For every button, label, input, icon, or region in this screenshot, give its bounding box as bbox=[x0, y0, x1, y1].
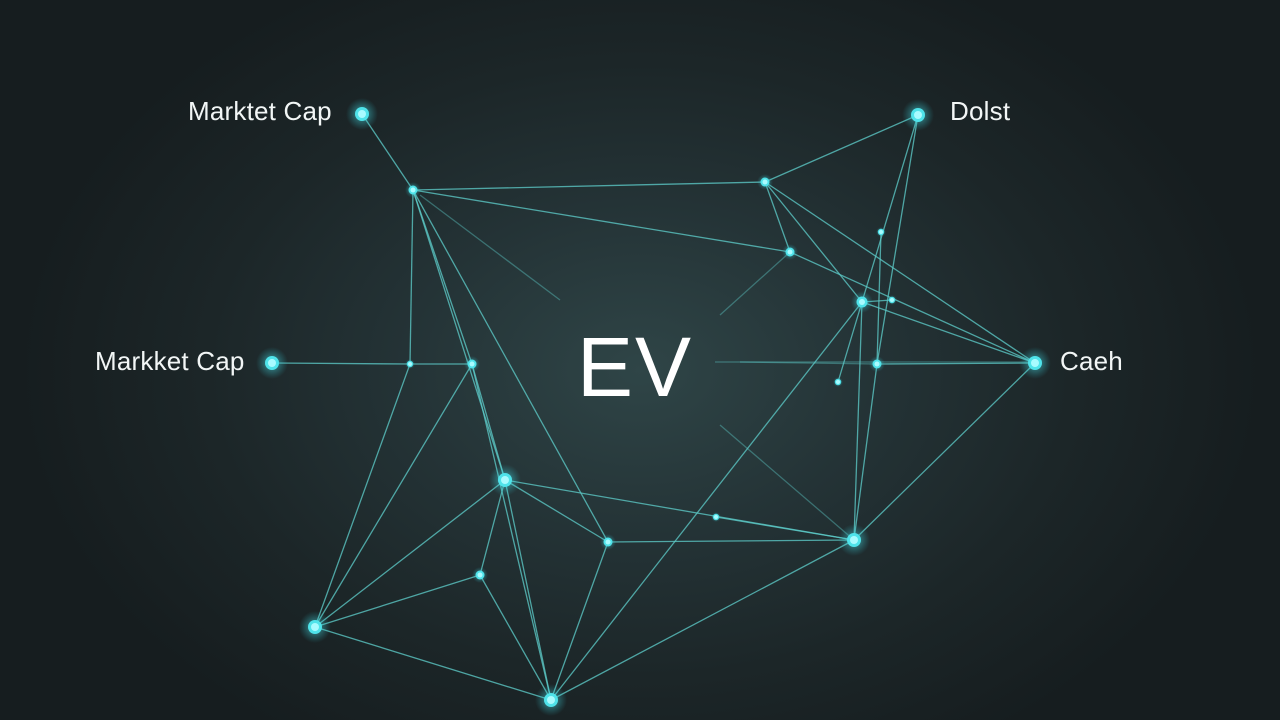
network-node bbox=[1019, 347, 1051, 379]
network-node bbox=[887, 295, 897, 305]
label-debt: Dolst bbox=[950, 96, 1011, 126]
network-edge bbox=[314, 363, 473, 628]
network-node bbox=[902, 99, 934, 131]
network-node bbox=[256, 347, 288, 379]
network-node bbox=[711, 512, 721, 522]
label-market-cap-top: Marktet Cap bbox=[188, 96, 332, 126]
network-node bbox=[489, 464, 521, 496]
network-edge bbox=[412, 181, 766, 191]
network-node bbox=[869, 356, 885, 372]
network-node bbox=[782, 244, 798, 260]
network-edge bbox=[479, 479, 506, 576]
network-node bbox=[833, 377, 843, 387]
network-edge bbox=[550, 541, 609, 701]
network-edge bbox=[412, 189, 609, 543]
network-node bbox=[346, 98, 378, 130]
network-node bbox=[535, 684, 567, 716]
network-edge bbox=[412, 189, 791, 253]
network-edge bbox=[789, 251, 1036, 364]
network-nodes bbox=[256, 98, 1051, 716]
center-title-ev: EV bbox=[576, 320, 694, 414]
network-edge bbox=[861, 301, 1036, 364]
network-edge bbox=[409, 189, 414, 365]
network-edge bbox=[876, 231, 882, 365]
network-edge bbox=[504, 479, 609, 543]
network-edge bbox=[876, 362, 1036, 365]
network-node bbox=[851, 291, 873, 313]
network-edge bbox=[764, 181, 791, 253]
network-node bbox=[876, 227, 886, 237]
network-node bbox=[757, 174, 773, 190]
network-node bbox=[472, 567, 488, 583]
network-edge bbox=[876, 114, 919, 365]
network-edge-faint bbox=[719, 251, 791, 316]
network-edge bbox=[853, 363, 878, 541]
network-edge bbox=[271, 362, 411, 365]
network-edge bbox=[837, 301, 863, 383]
network-edge bbox=[504, 479, 552, 701]
network-edge-faint bbox=[419, 194, 561, 301]
network-node bbox=[464, 356, 480, 372]
network-edge bbox=[314, 626, 552, 701]
network-edge bbox=[861, 114, 919, 303]
network-edge bbox=[715, 516, 855, 541]
network-edge bbox=[412, 189, 506, 481]
network-edge bbox=[479, 574, 552, 701]
network-edge bbox=[764, 181, 863, 303]
network-node bbox=[299, 611, 331, 643]
network-edge bbox=[550, 539, 855, 701]
network-node bbox=[838, 524, 870, 556]
network-edge bbox=[550, 301, 863, 701]
network-edge bbox=[764, 181, 1036, 364]
label-cash: Caeh bbox=[1060, 346, 1123, 376]
network-edge bbox=[471, 363, 552, 701]
network-node bbox=[405, 359, 415, 369]
network-node bbox=[405, 182, 421, 198]
network-edge bbox=[607, 539, 855, 543]
network-edge bbox=[853, 362, 1036, 541]
network-edges bbox=[271, 113, 1036, 701]
network-edge bbox=[853, 301, 863, 541]
network-edge-faint bbox=[719, 424, 855, 541]
network-edge bbox=[471, 363, 506, 481]
network-edge bbox=[314, 574, 481, 628]
network-edge bbox=[314, 479, 506, 628]
network-edge-faint bbox=[739, 361, 878, 365]
network-node bbox=[600, 534, 616, 550]
network-edge bbox=[764, 114, 919, 183]
network-edge bbox=[314, 363, 411, 628]
label-market-cap-left: Markket Cap bbox=[95, 346, 245, 376]
